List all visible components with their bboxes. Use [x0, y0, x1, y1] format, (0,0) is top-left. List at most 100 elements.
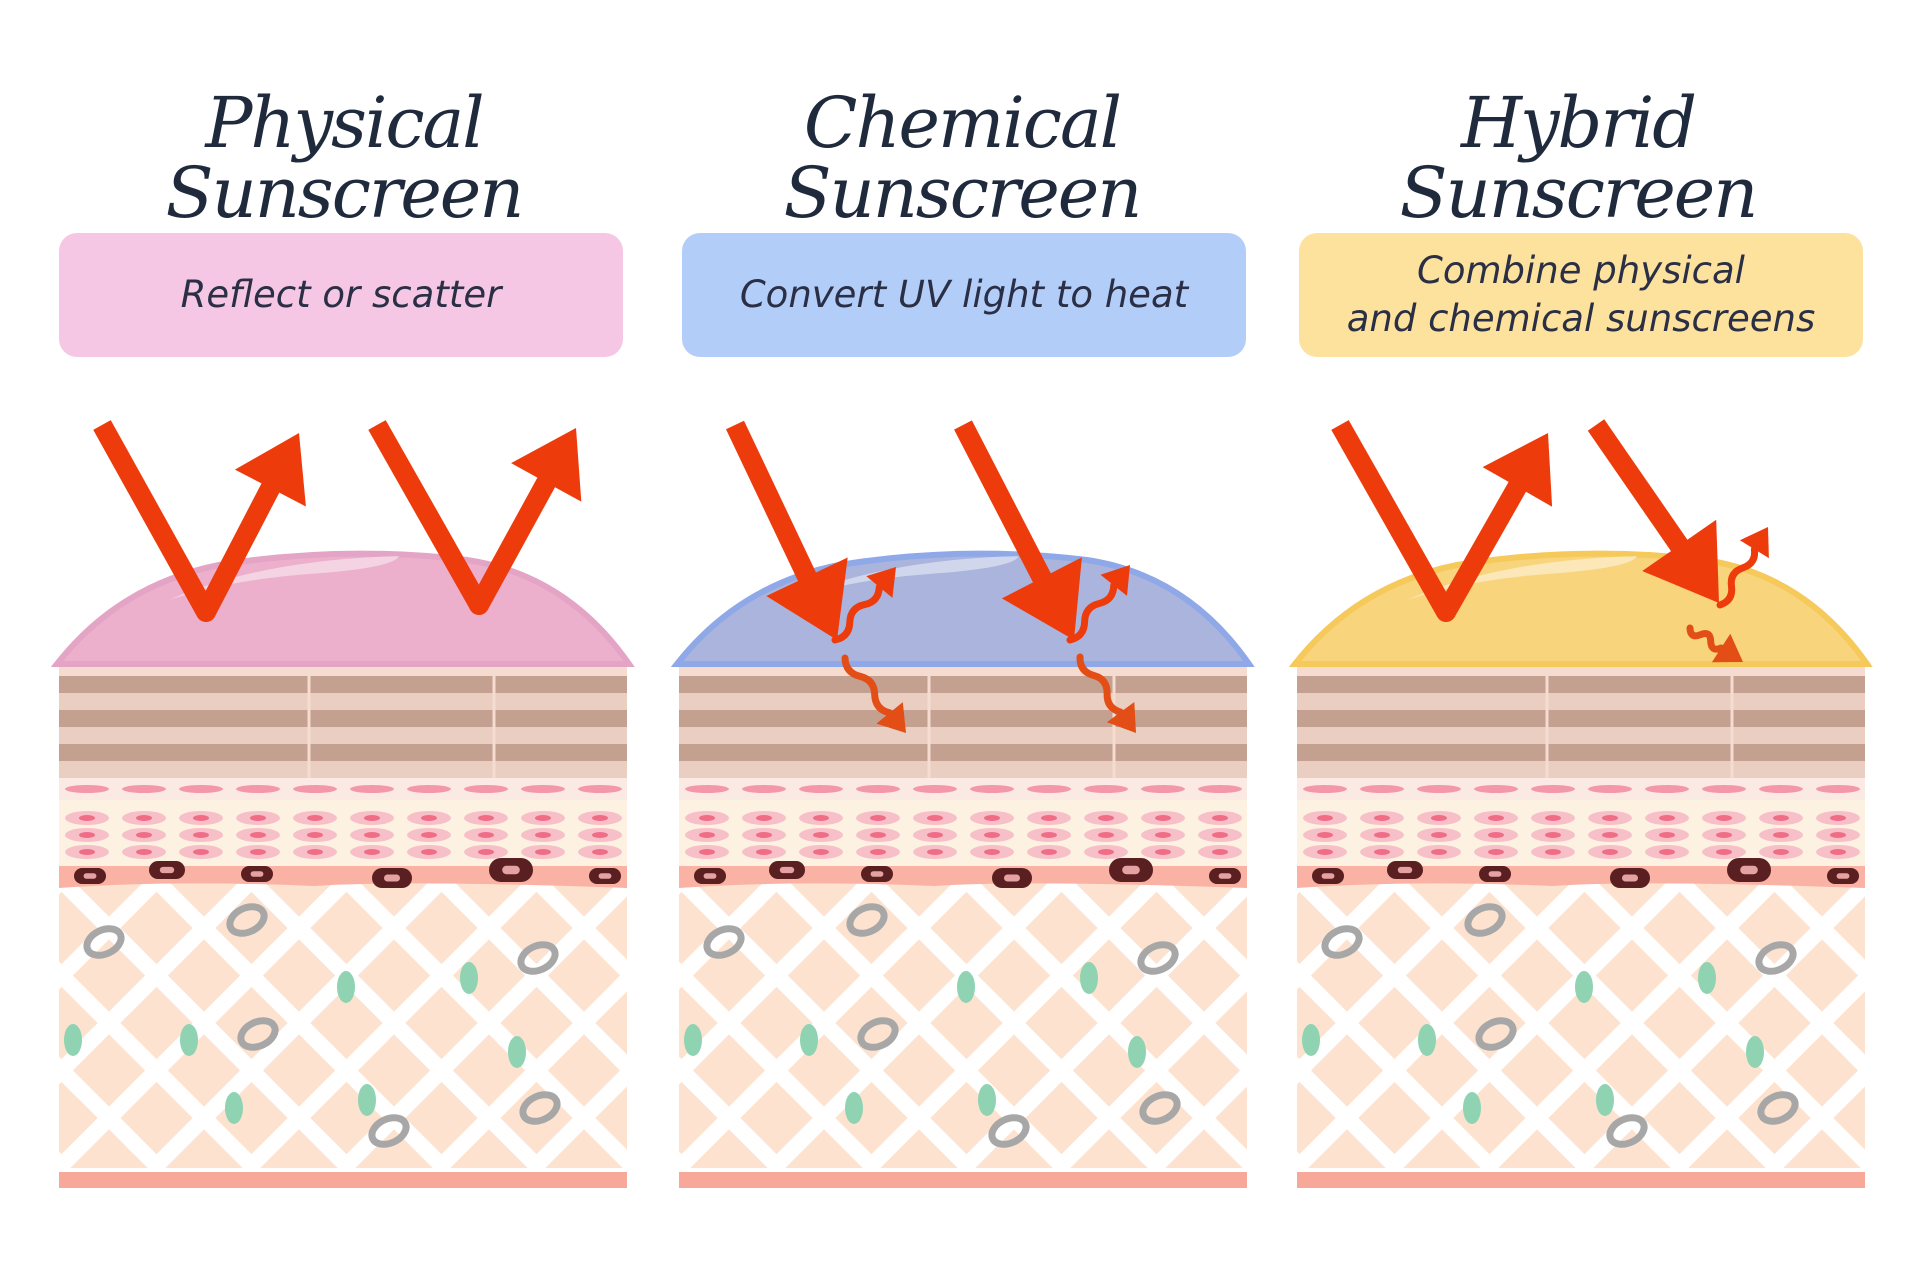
keratinocyte-nucleus	[927, 849, 943, 855]
flat-cell	[1702, 785, 1746, 793]
flat-cell	[799, 785, 843, 793]
flat-cell	[1645, 785, 1689, 793]
dermal-cell	[226, 903, 268, 937]
keratinocyte-nucleus	[478, 815, 494, 821]
uv-absorb-arrow	[1587, 419, 1719, 603]
keratinocyte-nucleus	[421, 849, 437, 855]
melanocyte-core	[83, 873, 97, 879]
keratinocyte-nucleus	[1431, 832, 1447, 838]
fibroblast-cell	[1596, 1084, 1614, 1116]
fibroblast-cell	[978, 1084, 996, 1116]
skin-panel-3	[1288, 419, 1873, 1188]
dermis-layer	[679, 878, 1247, 1168]
keratinocyte-nucleus	[136, 832, 152, 838]
keratinocyte-nucleus	[1374, 832, 1390, 838]
film-highlight	[169, 556, 399, 600]
uv-reflect-arrow-joint	[1436, 602, 1456, 622]
keratinocyte-nucleus	[364, 849, 380, 855]
fibroblast-cell	[1463, 1092, 1481, 1124]
keratinocyte-nucleus	[1659, 849, 1675, 855]
film-highlight	[789, 556, 1019, 600]
film-highlight	[1407, 556, 1637, 600]
keratinocyte-nucleus	[1716, 849, 1732, 855]
keratinocyte-nucleus	[1830, 849, 1846, 855]
keratinocyte-nucleus	[1041, 815, 1057, 821]
dermis-layer	[1297, 878, 1865, 1168]
melanocyte-core	[250, 871, 264, 877]
keratinocyte-nucleus	[79, 849, 95, 855]
keratinocyte-nucleus	[756, 849, 772, 855]
melanocyte-core	[1218, 873, 1232, 879]
fiber-line	[1766, 878, 1865, 983]
dermal-cell	[83, 925, 125, 959]
corneum-row	[59, 727, 627, 744]
heat-arrow-1-tip	[866, 567, 896, 598]
fibroblast-cell	[800, 1024, 818, 1056]
keratinocyte-nucleus	[1374, 849, 1390, 855]
keratinocyte-nucleus	[1098, 815, 1114, 821]
fibroblast-cell	[508, 1036, 526, 1068]
heat-arrow-down-tip	[1711, 633, 1743, 663]
keratinocyte-nucleus	[307, 832, 323, 838]
dermis-layer	[59, 878, 627, 1168]
keratinocyte-nucleus	[1212, 832, 1228, 838]
heat-down-arrow-1-wave	[841, 654, 894, 717]
keratinocyte-nucleus	[1041, 849, 1057, 855]
keratinocyte-nucleus	[1431, 815, 1447, 821]
melanocyte-core	[1488, 871, 1502, 877]
fibroblast-cell	[337, 971, 355, 1003]
keratinocyte-nucleus	[307, 815, 323, 821]
corneum-row	[1297, 693, 1865, 710]
keratinocyte-nucleus	[136, 815, 152, 821]
melanocyte-core	[159, 866, 175, 874]
dermal-cell	[368, 1114, 410, 1148]
corneum-row	[1297, 761, 1865, 778]
keratinocyte-nucleus	[813, 815, 829, 821]
keratinocyte-nucleus	[870, 815, 886, 821]
flat-cell	[742, 785, 786, 793]
heat-arrow-up-wave	[1716, 545, 1759, 609]
skin-panel-1	[50, 420, 635, 1188]
keratinocyte-nucleus	[984, 849, 1000, 855]
granular-layer	[59, 778, 627, 800]
keratinocyte-nucleus	[193, 815, 209, 821]
keratinocyte-nucleus	[1317, 832, 1333, 838]
melanocyte-core	[1397, 866, 1413, 874]
melanocyte-core	[1740, 865, 1758, 875]
uv-reflect-arrow-1-in	[93, 420, 215, 617]
keratinocyte-nucleus	[364, 815, 380, 821]
flat-cell	[1417, 785, 1461, 793]
flat-cell	[1084, 785, 1128, 793]
flat-cell	[913, 785, 957, 793]
melanocyte-core	[1122, 865, 1140, 875]
keratinocyte-nucleus	[1155, 832, 1171, 838]
keratinocyte-nucleus	[592, 832, 608, 838]
keratinocyte-nucleus	[535, 815, 551, 821]
keratinocyte-nucleus	[1545, 849, 1561, 855]
keratinocyte-nucleus	[870, 849, 886, 855]
dermal-cell	[1475, 1017, 1517, 1051]
keratinocyte-nucleus	[136, 849, 152, 855]
label-hybrid: Combine physical and chemical sunscreens	[1299, 233, 1863, 357]
heat-arrow-up-tip	[1739, 527, 1769, 559]
keratinocyte-nucleus	[1716, 815, 1732, 821]
keratinocyte-nucleus	[699, 832, 715, 838]
keratinocyte-nucleus	[699, 815, 715, 821]
fibroblast-cell	[1418, 1024, 1436, 1056]
fibroblast-cell	[1746, 1036, 1764, 1068]
dermal-cell	[1139, 1091, 1181, 1125]
flat-cell	[236, 785, 280, 793]
melanocyte-core	[502, 865, 520, 875]
fiber-line	[1148, 1063, 1247, 1168]
keratinocyte-nucleus	[1773, 849, 1789, 855]
dermal-cell	[517, 941, 559, 975]
fiber-line	[1671, 968, 1865, 1168]
flat-cell	[1303, 785, 1347, 793]
keratinocyte-nucleus	[1098, 849, 1114, 855]
melanocyte-core	[1321, 873, 1335, 879]
title-physical: Physical Sunscreen	[165, 82, 525, 234]
keratinocyte-nucleus	[984, 832, 1000, 838]
dermal-cell	[703, 925, 745, 959]
flat-cell	[1816, 785, 1860, 793]
